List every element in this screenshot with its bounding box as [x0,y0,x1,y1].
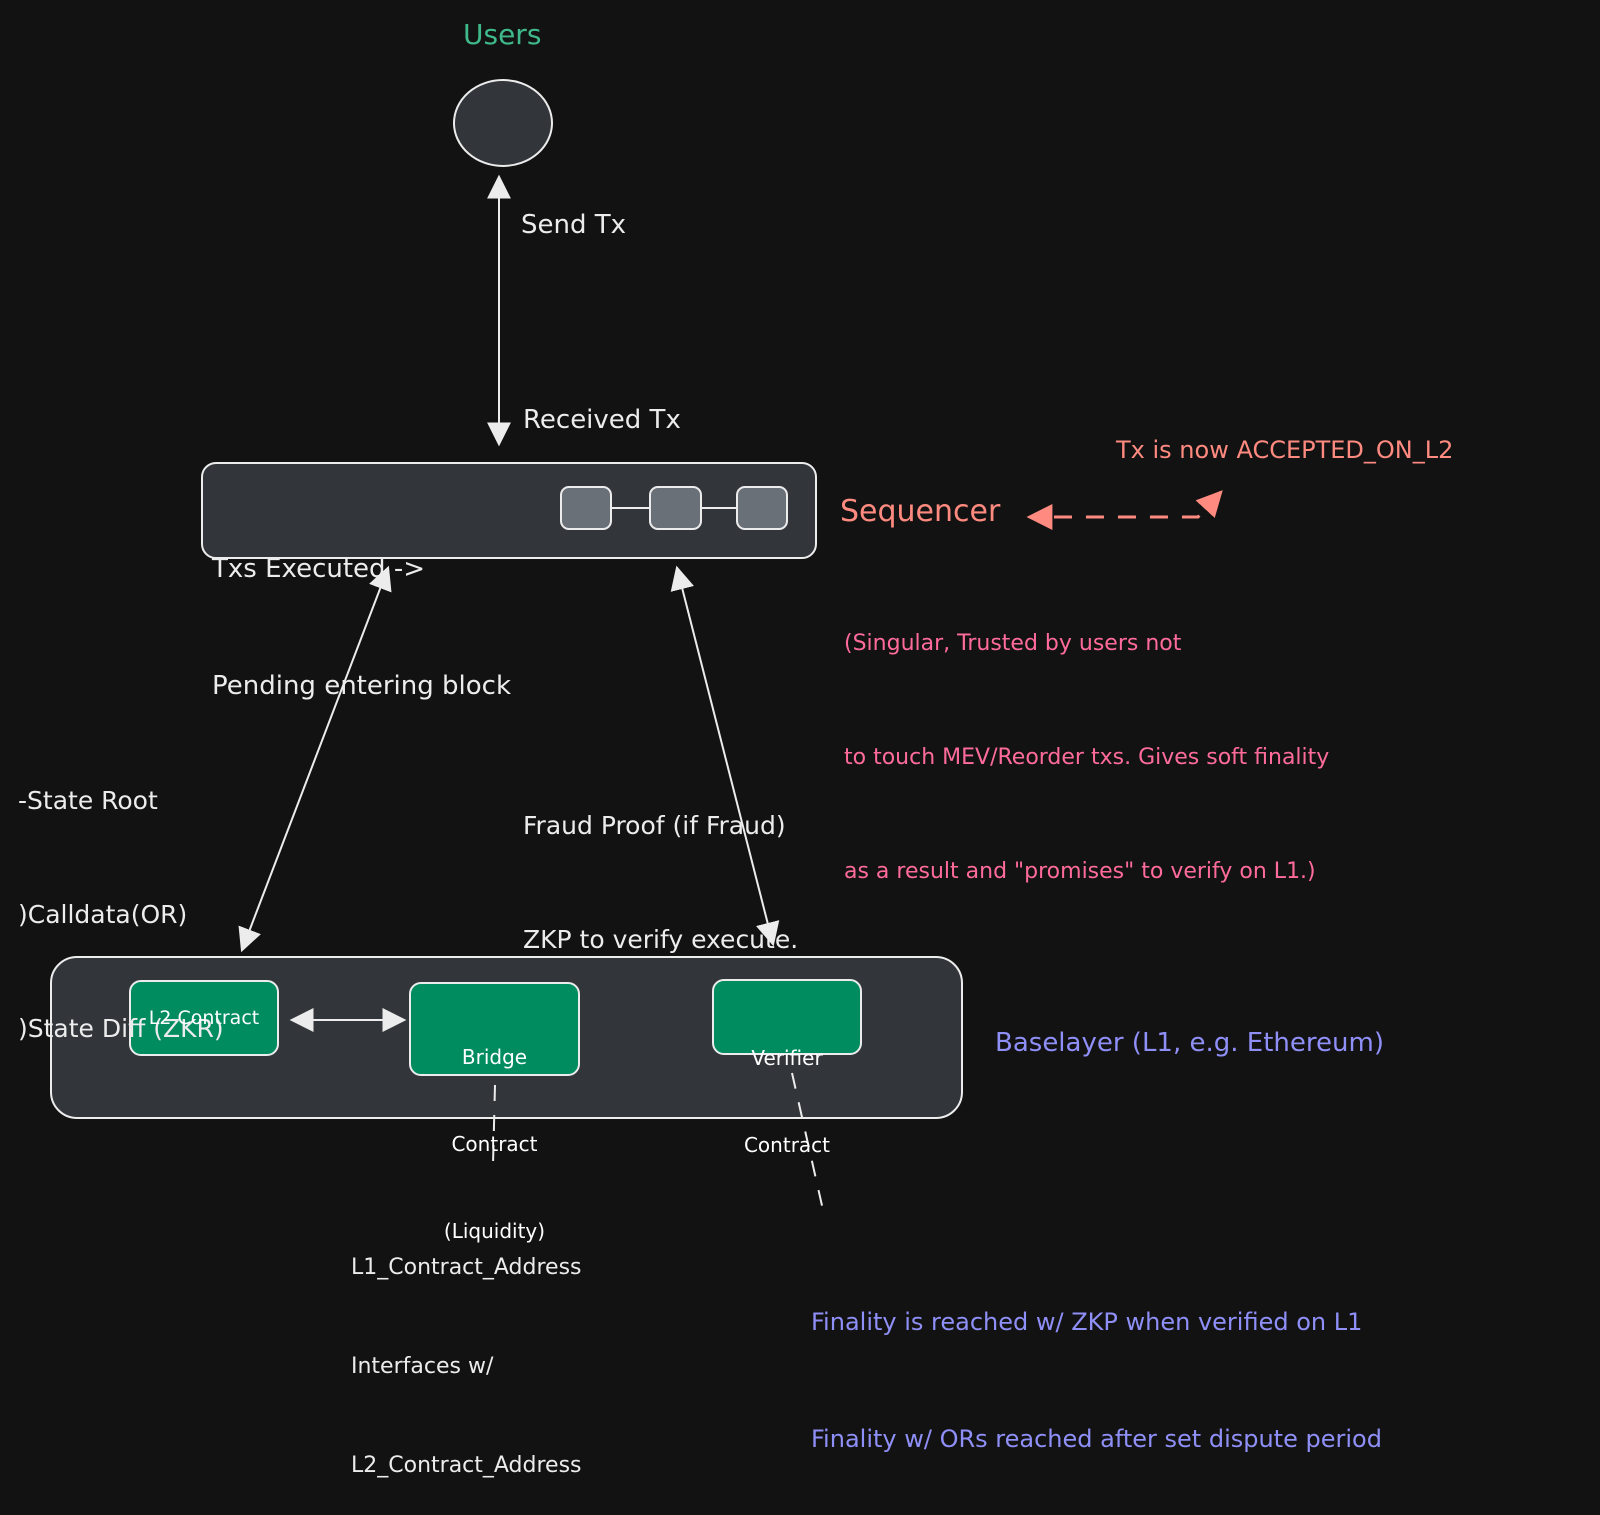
state-root-line-1: -State Root [18,786,158,815]
baselayer-label: Baselayer (L1, e.g. Ethereum) [995,1028,1384,1058]
bridge-note-connector [492,1084,496,1166]
sequencer-note: (Singular, Trusted by users not to touch… [844,549,1329,929]
block-3 [736,486,788,530]
bridge-contract-line-1: Bridge [461,1045,528,1069]
block-1 [560,486,612,530]
bridge-contract-label: Bridge Contract (Liquidity) [410,985,579,1275]
users-label: Users [463,18,542,51]
bridge-note-line-2: Interfaces w/ [351,1354,494,1379]
bridge-note: L1_Contract_Address Interfaces w/ L2_Con… [351,1185,582,1515]
fraud-proof-line-2: ZKP to verify execute. [523,925,799,954]
fraud-proof-line-1: Fraud Proof (if Fraud) [523,811,786,840]
finality-note: Finality is reached w/ ZKP when verified… [811,1225,1382,1498]
sequencer-title: Sequencer [840,494,1001,529]
bridge-note-line-3: L2_Contract_Address [351,1453,582,1478]
l2-contract-label: L2 Contract [148,1007,260,1029]
sequencer-block-line-2: Pending entering block [212,671,512,701]
finality-note-line-1: Finality is reached w/ ZKP when verified… [811,1308,1363,1336]
sequencer-block-text: Txs Executed -> Pending entering block [212,472,511,745]
bridge-note-line-1: L1_Contract_Address [351,1255,582,1280]
sequencer-block-line-1: Txs Executed -> [212,554,425,584]
state-root-arrow [238,565,392,953]
finality-note-connector [791,1072,824,1211]
verifier-contract-line-2: Contract [743,1133,831,1157]
state-root-line-2: )Calldata(OR) [18,900,188,929]
sequencer-note-line-1: (Singular, Trusted by users not [844,631,1182,656]
accepted-on-l2-label: Tx is now ACCEPTED_ON_L2 [1116,436,1454,464]
received-tx-label: Received Tx [523,405,681,435]
block-2 [649,486,702,530]
finality-note-line-2: Finality w/ ORs reached after set disput… [811,1425,1382,1453]
state-root-line-3: )State Diff (ZKR) [18,1014,224,1043]
verifier-contract-box[interactable] [712,979,862,1055]
bridge-contract-line-3: (Liquidity) [443,1219,546,1243]
diagram-canvas [50,79,1223,1211]
verifier-contract-line-1: Verifier [751,1046,823,1070]
fraud-proof-arrow [670,565,780,947]
l2-contract-box[interactable] [129,980,279,1056]
accepted-dashed-arrow [1026,490,1223,530]
state-root-note: -State Root )Calldata(OR) )State Diff (Z… [18,706,224,1086]
send-tx-label: Send Tx [521,210,627,240]
fraud-proof-note: Fraud Proof (if Fraud) ZKP to verify exe… [523,731,798,997]
sequencer-note-line-3: as a result and "promises" to verify on … [844,859,1316,884]
bridge-contract-line-2: Contract [451,1132,538,1156]
verifier-contract-label: Verifier Contract [713,986,861,1189]
bridge-contract-box[interactable] [409,982,580,1076]
users-node[interactable] [453,79,553,167]
sequencer-note-line-2: to touch MEV/Reorder txs. Gives soft fin… [844,745,1330,770]
